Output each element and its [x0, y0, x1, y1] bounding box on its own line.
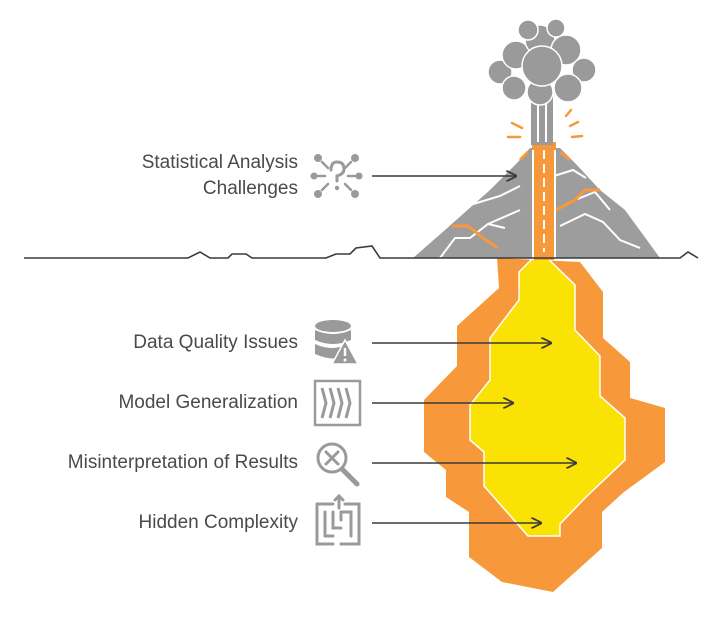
lava-stream-right	[555, 188, 600, 212]
volcano-cone	[413, 142, 660, 260]
top-label-line2: Challenges	[202, 178, 298, 199]
label-model-generalization: Model Generalization	[118, 392, 298, 413]
connector-arrows	[372, 176, 576, 523]
ground-line	[24, 245, 699, 259]
eruption-sparks	[506, 108, 584, 139]
top-label: Statistical Analysis Challenges	[98, 150, 298, 202]
generalization-chevrons-icon	[313, 379, 362, 427]
label-misinterpretation-of-results: Misinterpretation of Results	[67, 452, 298, 473]
magma-inner	[469, 249, 626, 537]
label-hidden-complexity: Hidden Complexity	[138, 512, 298, 533]
question-network-icon	[310, 154, 363, 198]
magma-chamber	[424, 249, 665, 592]
label-data-quality-issues: Data Quality Issues	[133, 332, 298, 353]
top-label-line1: Statistical Analysis	[141, 152, 298, 173]
magnifier-cross-icon	[316, 442, 360, 487]
smoke-plume	[487, 18, 597, 145]
lava-stream-left	[452, 224, 499, 250]
database-warning-icon	[315, 320, 360, 365]
maze-icon	[315, 493, 361, 546]
